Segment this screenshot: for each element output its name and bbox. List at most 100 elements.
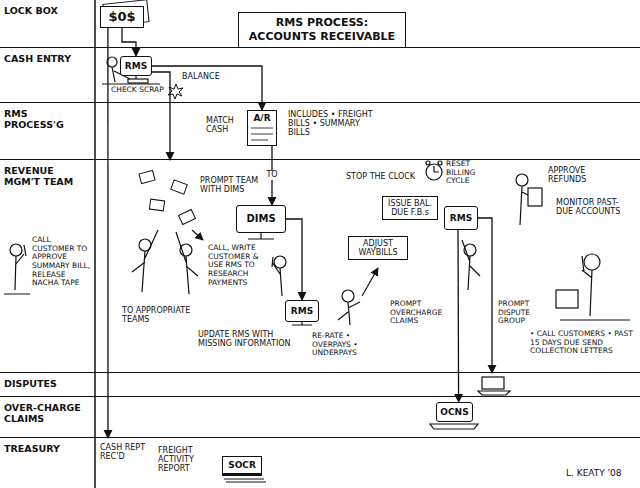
annotation-holder: APPROVE REFUNDS — [548, 166, 612, 184]
flying-papers — [139, 170, 196, 224]
clerk-figure — [135, 76, 136, 79]
clock-symbol — [434, 166, 439, 172]
flow-arrow — [478, 218, 492, 373]
node-label: ISSUE BAL. DUE F.B.s — [386, 199, 434, 217]
annotation-holder: TO APPROPRIATE TEAMS — [122, 306, 204, 324]
annotation-holder: UPDATE RMS WITH MISSING INFORMATION — [198, 330, 302, 348]
annotation: CHECK SCRAP — [111, 86, 164, 95]
report-sheet: A/R — [247, 110, 277, 146]
edge-label: TO — [266, 171, 277, 180]
flying-papers — [171, 180, 188, 194]
team-figures — [132, 230, 203, 294]
process-box: ISSUE BAL. DUE F.B.s — [382, 196, 438, 220]
annotation: TO APPROPRIATE TEAMS — [122, 306, 204, 324]
title-box: RMS PROCESS: ACCOUNTS RECEIVABLE — [238, 12, 406, 48]
swimlane-band: CASH ENTRYRMS — [0, 48, 640, 103]
annotation: L. KEATY '08 — [566, 468, 622, 478]
caller-figure — [10, 244, 22, 256]
swimlane-band: TREASURYSOCR — [0, 438, 640, 488]
annotation: FREIGHT ACTIVITY REPORT — [158, 446, 218, 474]
collector-figure — [556, 290, 578, 308]
phone-figure — [272, 257, 282, 296]
lane-divider — [94, 0, 96, 488]
computer-screen: OCNS — [436, 402, 473, 422]
lane-label: RMS PROCESS'G — [4, 108, 90, 131]
annotation: CALL CUSTOMER TO APPROVE SUMMARY BILL, R… — [32, 236, 94, 288]
laptop-symbol — [478, 391, 510, 395]
clerk-figure — [102, 57, 160, 84]
computer-screen: RMS — [285, 300, 319, 322]
approver-figure — [516, 174, 528, 186]
flying-papers — [139, 170, 155, 183]
collector-figure — [584, 254, 600, 270]
annotation: BALANCE — [182, 72, 220, 81]
lane-divider — [94, 0, 96, 488]
clock-symbol — [426, 161, 442, 180]
computer-screen: RMS — [120, 56, 152, 76]
annotation-holder: • CALL CUSTOMERS • PAST 15 DAYS DUE SEND… — [530, 330, 634, 356]
ledger-lines — [251, 128, 273, 140]
node-label: $0$ — [108, 10, 135, 25]
approver-figure — [528, 188, 542, 206]
operator-figure — [462, 240, 480, 290]
annotation-holder: PROMPT OVERCHARGE CLAIMS — [390, 300, 454, 326]
node-label: OCNS — [440, 407, 468, 417]
node-label: RMS — [125, 61, 147, 71]
clock-symbol — [426, 164, 442, 180]
node-label: A/R — [253, 113, 270, 123]
approver-figure — [516, 174, 542, 225]
annotation-holder: FREIGHT ACTIVITY REPORT — [158, 446, 218, 474]
phone-figure — [274, 256, 286, 268]
swimlane-band: OVER-CHARGE CLAIMS OCNS — [0, 397, 640, 438]
node-label: DIMS — [246, 213, 275, 225]
edge-label-patch: TO — [264, 171, 279, 180]
annotation-holder: MONITOR PAST-DUE ACCOUNTS — [556, 198, 634, 216]
computer-screen: DIMS — [236, 205, 286, 233]
lane-label: TREASURY — [4, 443, 90, 454]
annotation: INCLUDES • FREIGHT BILLS • SUMMARY BILLS — [288, 110, 384, 138]
laptop-symbol — [430, 424, 478, 429]
monitor-stand — [292, 322, 312, 325]
swimlane-band: DISPUTES — [0, 373, 640, 397]
annotation-holder: PROMPT TEAM WITH DIMS — [200, 176, 262, 194]
node-label: RMS — [291, 306, 313, 316]
annotation-holder: RE-RATE • OVERPAYS • UNDERPAYS — [312, 332, 374, 358]
collector-figure — [556, 254, 630, 320]
flow-arrow — [107, 28, 108, 438]
annotation-holder: CALL CUSTOMER TO APPROVE SUMMARY BILL, R… — [32, 236, 94, 288]
node-label: ADJUST WAYBILLS — [352, 239, 404, 257]
computer-screen: RMS — [444, 206, 478, 230]
annotation-holder: CASH REPT REC'D — [100, 443, 152, 461]
caller-figure — [4, 245, 30, 294]
book-pages — [224, 479, 266, 482]
annotation-holder: RESET BILLING CYCLE — [446, 160, 492, 186]
lane-label: DISPUTES — [4, 378, 90, 389]
operator-figure — [462, 240, 480, 290]
annotation: • CALL CUSTOMERS • PAST 15 DAYS DUE SEND… — [530, 330, 634, 356]
flow-arrow — [457, 230, 459, 402]
ledger-lines — [251, 128, 273, 140]
annotation-holder: INCLUDES • FREIGHT BILLS • SUMMARY BILLS — [288, 110, 384, 138]
rerate-figure — [338, 268, 378, 325]
rerate-figure — [362, 268, 378, 296]
flying-papers — [179, 210, 196, 225]
lane-label: OVER-CHARGE CLAIMS — [4, 402, 90, 425]
laptop-symbol — [430, 377, 510, 429]
laptop-symbol — [482, 377, 504, 389]
annotation: MATCH CASH — [206, 116, 244, 134]
annotation: PROMPT TEAM WITH DIMS — [200, 176, 262, 194]
annotation: RESET BILLING CYCLE — [446, 160, 492, 186]
collector-figure — [560, 256, 630, 320]
team-figures — [176, 232, 198, 294]
rerate-figure — [338, 302, 360, 325]
annotation-holder: BALANCE — [182, 72, 220, 81]
clock-symbol — [426, 161, 430, 165]
annotation: MONITOR PAST-DUE ACCOUNTS — [556, 198, 634, 216]
annotation: RE-RATE • OVERPAYS • UNDERPAYS — [312, 332, 374, 358]
lane-label: LOCK BOX — [4, 5, 90, 16]
annotation: PROMPT OVERCHARGE CLAIMS — [390, 300, 454, 326]
monitor-stand — [248, 233, 274, 239]
process-box: ADJUST WAYBILLS — [348, 236, 408, 260]
annotation: STOP THE CLOCK — [346, 172, 415, 181]
